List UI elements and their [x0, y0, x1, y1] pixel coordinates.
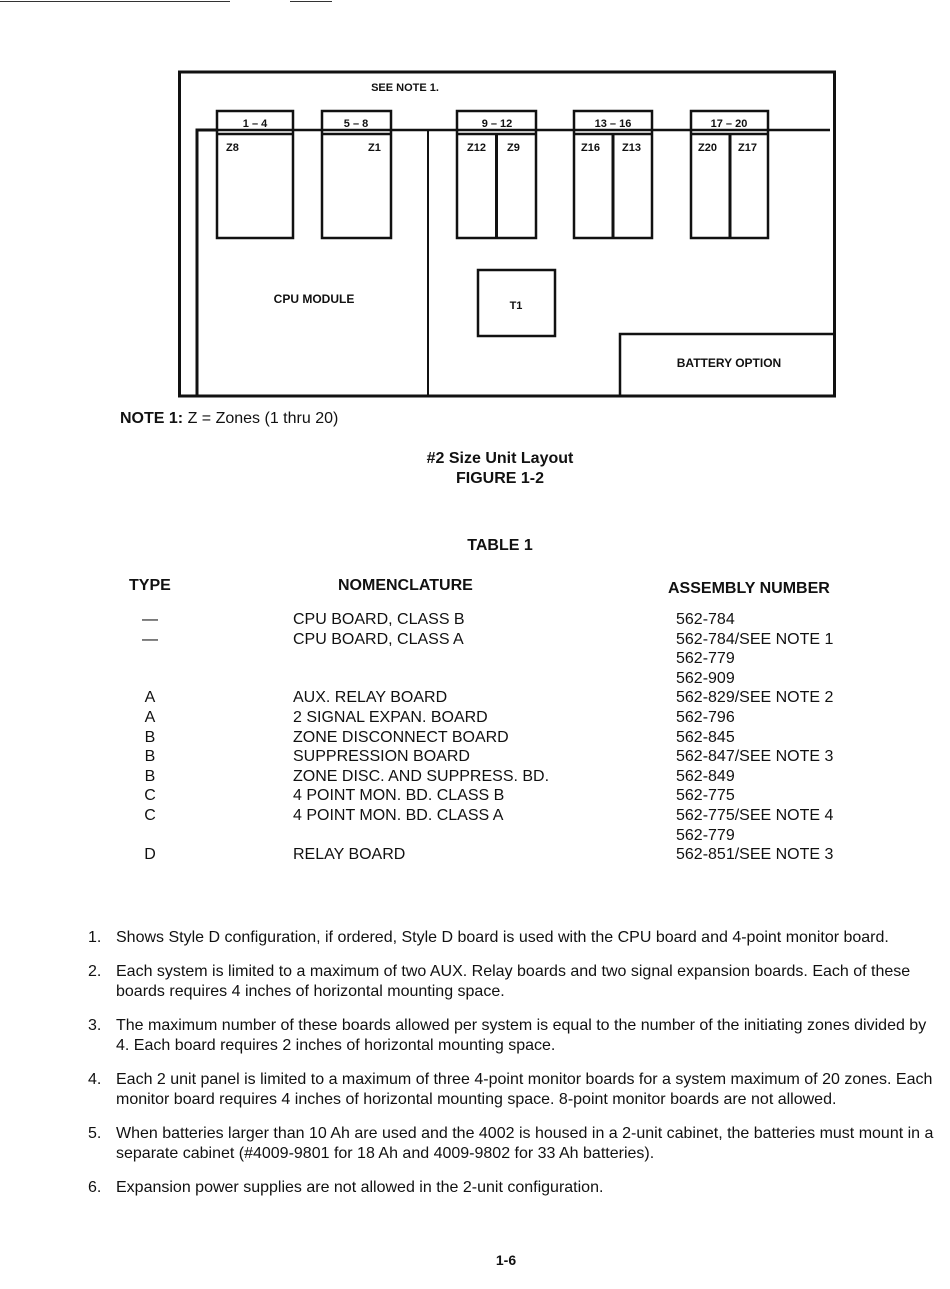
table-title: TABLE 1: [467, 537, 533, 554]
table-cell-type: D: [144, 846, 156, 864]
zone-label: Z20: [698, 142, 717, 154]
cpu-frame-left: [195, 128, 217, 396]
note-number: 1.: [88, 929, 102, 946]
note-text: Each 2 unit panel is limited to a maximu…: [116, 1071, 933, 1108]
zone-label: Z12: [467, 142, 486, 154]
table-cell-assembly: 562-847/SEE NOTE 3: [676, 748, 834, 766]
table-cell-type: —: [142, 630, 158, 648]
table-cell-assembly: 562-849: [676, 767, 735, 785]
cabinet-outline: [178, 70, 836, 398]
table-column-type: — — A A B B B C C D: [120, 610, 180, 865]
t1-box: [476, 268, 557, 338]
note-text: Each system is limited to a maximum of t…: [116, 963, 911, 1000]
table-cell-assembly: 562-779: [676, 650, 735, 668]
zone-label: Z17: [738, 142, 757, 154]
note-1-text: Z = Zones (1 thru 20): [187, 410, 339, 427]
table-cell-type: C: [144, 787, 156, 805]
page-number: 1-6: [495, 1252, 517, 1268]
table-cell-type: B: [144, 767, 156, 785]
note-number: 3.: [88, 1017, 102, 1034]
table-cell-type: B: [144, 728, 156, 746]
table-cell-assembly: 562-829/SEE NOTE 2: [676, 689, 834, 707]
slot-range-label: 9 – 12: [482, 118, 513, 130]
note-1: NOTE 1: Z = Zones (1 thru 20): [120, 410, 338, 428]
top-rule-left: [0, 1, 230, 2]
figure-number: FIGURE 1-2: [455, 470, 544, 487]
list-item: 4. Each 2 unit panel is limited to a max…: [88, 1070, 938, 1110]
note-number: 6.: [88, 1179, 102, 1196]
list-item: 2. Each system is limited to a maximum o…: [88, 962, 938, 1002]
table-cell-assembly: 562-851/SEE NOTE 3: [676, 846, 834, 864]
list-item: 1. Shows Style D configuration, if order…: [88, 928, 938, 948]
slot-range-label: 17 – 20: [711, 118, 748, 130]
figure-title: #2 Size Unit Layout: [426, 450, 574, 467]
note-number: 2.: [88, 963, 102, 980]
table-cell-assembly: 562-775/SEE NOTE 4: [676, 806, 834, 824]
list-item: 3. The maximum number of these boards al…: [88, 1016, 938, 1056]
table-cell-type: A: [144, 689, 156, 707]
table-header-assembly: ASSEMBLY NUMBER: [668, 580, 830, 597]
table-cell-assembly: 562-784/SEE NOTE 1: [676, 630, 834, 648]
table-column-assembly: 562-784 562-784/SEE NOTE 1 562-779 562-9…: [676, 610, 833, 865]
cpu-module-label: CPU MODULE: [274, 292, 355, 306]
table-cell-nomenclature: AUX. RELAY BOARD: [293, 689, 448, 707]
note-text: When batteries larger than 10 Ah are use…: [116, 1125, 934, 1162]
table-column-nomenclature: CPU BOARD, CLASS B CPU BOARD, CLASS A AU…: [293, 610, 549, 865]
zone-label: Z13: [622, 142, 641, 154]
table-cell-assembly: 562-775: [676, 787, 735, 805]
note-1-label: NOTE 1:: [120, 410, 184, 427]
table-cell-type: A: [144, 708, 156, 726]
battery-option-box: [618, 332, 834, 396]
battery-option-label: BATTERY OPTION: [677, 356, 781, 370]
table-cell-assembly: 562-784: [676, 611, 735, 628]
table-cell-nomenclature: 4 POINT MON. BD. CLASS B: [293, 787, 505, 805]
table-cell-assembly: 562-845: [676, 728, 735, 746]
see-note-label: SEE NOTE 1.: [371, 82, 439, 94]
zone-label: Z1: [368, 142, 381, 154]
note-number: 5.: [88, 1125, 102, 1142]
table-header-nomenclature: NOMENCLATURE: [338, 577, 473, 594]
table-cell-nomenclature: SUPPRESSION BOARD: [293, 748, 470, 766]
slot-box-5-8: [320, 109, 393, 240]
table-header-type: TYPE: [129, 577, 171, 594]
table-cell-assembly: 562-909: [676, 669, 735, 687]
zone-label: Z16: [581, 142, 600, 154]
note-text: Shows Style D configuration, if ordered,…: [116, 929, 889, 946]
zone-label: Z8: [226, 142, 239, 154]
table-cell-type: C: [144, 806, 156, 824]
list-item: 6. Expansion power supplies are not allo…: [88, 1178, 938, 1198]
slot-range-label: 1 – 4: [243, 118, 268, 130]
note-text: Expansion power supplies are not allowed…: [116, 1179, 604, 1196]
unit-layout-diagram: SEE NOTE 1. 1 – 4 5 – 8 9 – 12 13 – 16 1…: [178, 70, 836, 398]
note-number: 4.: [88, 1071, 102, 1088]
list-item: 5. When batteries larger than 10 Ah are …: [88, 1124, 938, 1164]
note-text: The maximum number of these boards allow…: [116, 1017, 927, 1054]
slot-box-1-4: [215, 109, 295, 240]
table-cell-type: —: [142, 611, 158, 628]
table-cell-nomenclature: ZONE DISC. AND SUPPRESS. BD.: [293, 767, 550, 785]
table-cell-nomenclature: ZONE DISCONNECT BOARD: [293, 728, 509, 746]
table-cell-nomenclature: CPU BOARD, CLASS B: [293, 611, 465, 628]
table-cell-nomenclature: 4 POINT MON. BD. CLASS A: [293, 806, 504, 824]
table-cell-assembly: 562-779: [676, 826, 735, 844]
table-cell-type: B: [144, 748, 156, 766]
notes-list: 1. Shows Style D configuration, if order…: [88, 928, 938, 1212]
zone-label: Z9: [507, 142, 520, 154]
slot-range-label: 13 – 16: [595, 118, 632, 130]
table-cell-nomenclature: CPU BOARD, CLASS A: [293, 630, 464, 648]
table-cell-assembly: 562-796: [676, 708, 735, 726]
t1-label: T1: [510, 300, 523, 312]
table-cell-nomenclature: 2 SIGNAL EXPAN. BOARD: [293, 708, 488, 726]
top-rule-right: [290, 1, 332, 2]
slot-range-label: 5 – 8: [344, 118, 368, 130]
table-cell-nomenclature: RELAY BOARD: [293, 846, 406, 864]
